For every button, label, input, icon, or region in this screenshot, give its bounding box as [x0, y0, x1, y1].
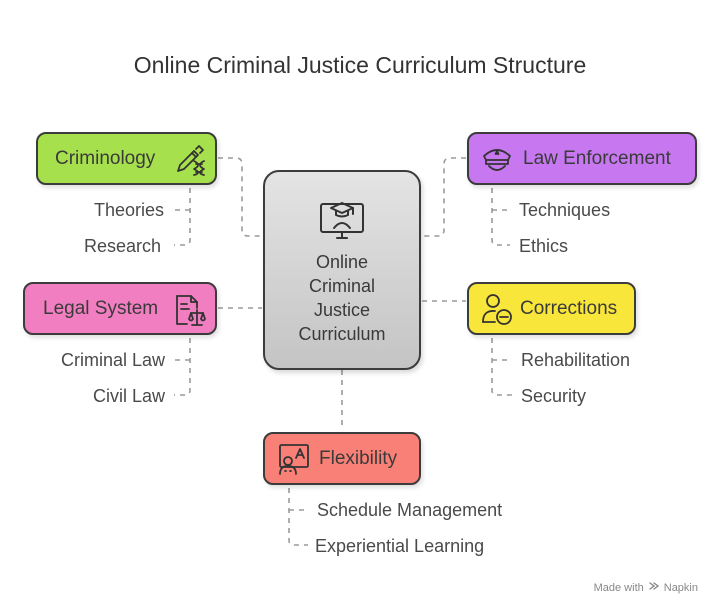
napkin-logo-icon: [648, 580, 660, 595]
flexibility-item-experiential-learning: Experiential Learning: [315, 536, 485, 556]
online-graduate-computer-icon: [317, 194, 367, 249]
diagram-title: Online Criminal Justice Curriculum Struc…: [133, 52, 587, 78]
legal-document-scales-icon: [173, 292, 207, 334]
legal-system-item-civil-law: Civil Law: [92, 386, 165, 406]
connector-law-enforcement-items: [491, 188, 510, 246]
flexibility-item-schedule-management: Schedule Management: [317, 500, 503, 520]
center-label: Online Criminal Justice Curriculum: [265, 250, 419, 346]
criminology-item-research: Research: [83, 236, 161, 256]
legal-system-node: Legal System: [23, 282, 217, 335]
corrections-label: Corrections: [520, 297, 618, 319]
napkin-brand-text: Napkin: [663, 581, 698, 594]
center-line: Online: [315, 252, 369, 272]
criminology-item-theories: Theories: [93, 200, 164, 220]
legal-system-item-criminal-law: Criminal Law: [60, 350, 165, 370]
law-enforcement-item-techniques: Techniques: [519, 200, 611, 220]
connector-flexibility-items: [288, 488, 308, 546]
center-line: Criminal: [308, 276, 375, 296]
police-cap-icon: [481, 144, 513, 180]
flexibility-label: Flexibility: [319, 447, 398, 469]
criminology-label: Criminology: [55, 147, 156, 169]
center-line: Curriculum: [298, 324, 386, 344]
person-minus-icon: [481, 292, 513, 332]
criminology-node: Criminology: [36, 132, 217, 185]
connector-legal-system-items: [174, 338, 191, 396]
corrections-item-rehabilitation: Rehabilitation: [521, 350, 631, 370]
center-node: Online Criminal Justice Curriculum: [263, 170, 421, 370]
learner-board-icon: [277, 442, 311, 482]
connector-law-enforcement: [422, 157, 466, 237]
connector-criminology: [218, 157, 262, 237]
center-line: Justice: [313, 300, 371, 320]
napkin-watermark: Made with Napkin: [594, 580, 698, 595]
pen-dna-icon: [174, 143, 208, 183]
connector-corrections-items: [491, 338, 512, 396]
law-enforcement-item-ethics: Ethics: [519, 236, 569, 256]
connector-criminology-items: [174, 188, 191, 246]
corrections-item-security: Security: [521, 386, 587, 406]
law-enforcement-node: Law Enforcement: [467, 132, 697, 185]
made-with-text: Made with: [593, 581, 644, 594]
law-enforcement-label: Law Enforcement: [523, 147, 671, 169]
corrections-node: Corrections: [467, 282, 636, 335]
legal-system-label: Legal System: [43, 297, 159, 319]
flexibility-node: Flexibility: [263, 432, 421, 485]
